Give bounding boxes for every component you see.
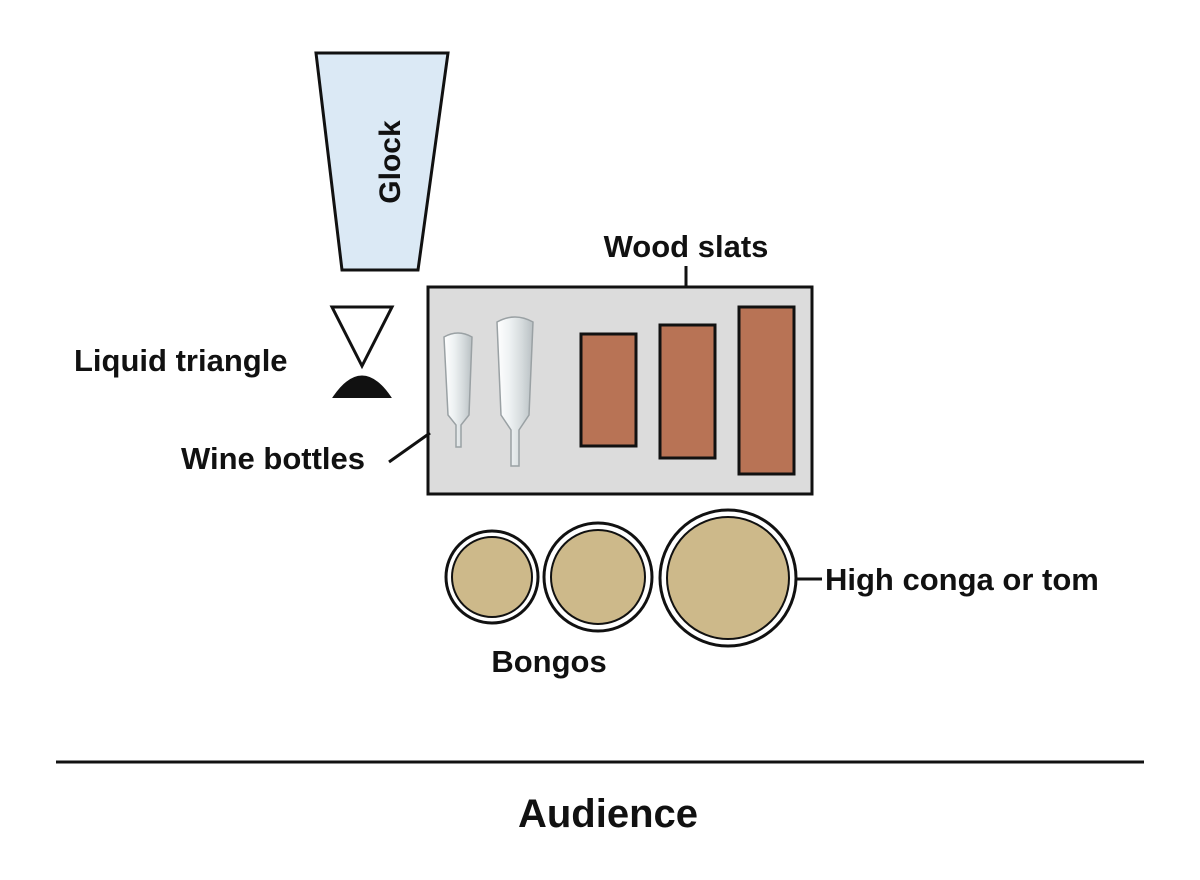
high-conga-label: High conga or tom xyxy=(825,562,1099,597)
audience-label: Audience xyxy=(518,792,698,836)
bongos-label: Bongos xyxy=(491,644,606,679)
wood-slat xyxy=(737,305,796,476)
wine-bottles-leader xyxy=(388,431,431,464)
wine-bottles: Wine bottles xyxy=(181,316,534,476)
bongo-drum-head xyxy=(451,536,533,618)
wine-bottle xyxy=(443,332,473,448)
triangle-liquid-base xyxy=(332,375,392,398)
conga-drum-head xyxy=(666,516,790,640)
glock-shape xyxy=(314,51,450,272)
glock-label: Glock xyxy=(374,120,407,204)
glock-instrument: Glock xyxy=(314,51,450,272)
wine-bottle xyxy=(496,316,534,467)
wood-slats-label: Wood slats xyxy=(604,229,769,264)
bongo-drum-head xyxy=(550,529,646,625)
wine-bottles-label: Wine bottles xyxy=(181,441,365,476)
triangle-shape xyxy=(329,305,395,370)
wood-slat xyxy=(658,323,717,460)
wood-slat xyxy=(579,332,638,448)
liquid-triangle-instrument: Liquid triangle xyxy=(74,305,395,398)
wood-slats: Wood slats xyxy=(579,229,796,476)
bongos: Bongos xyxy=(444,521,654,679)
liquid-triangle-label: Liquid triangle xyxy=(74,343,288,378)
high-conga: High conga or tom xyxy=(658,508,1099,648)
